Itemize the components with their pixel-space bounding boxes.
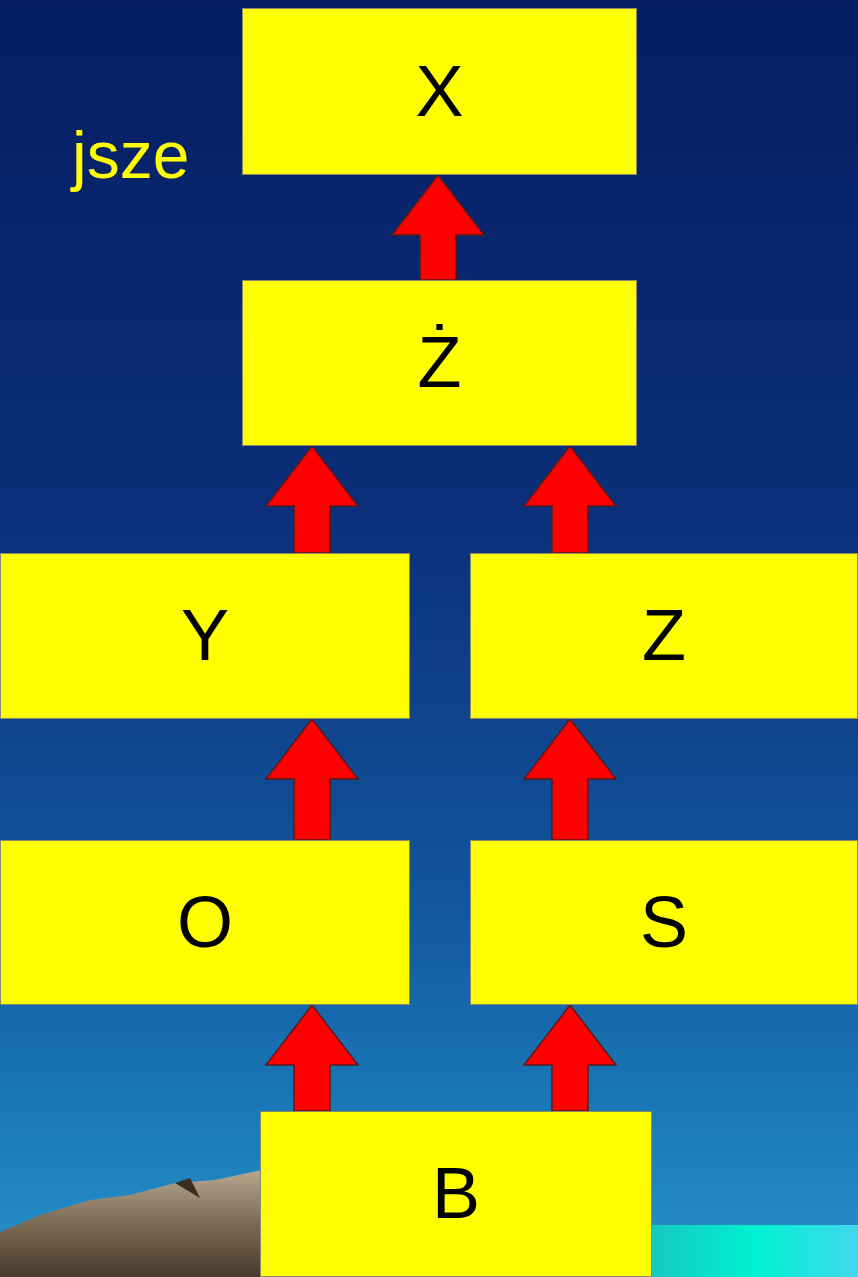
box-label: Z xyxy=(642,596,686,675)
block-arrow xyxy=(266,719,358,840)
sea-band xyxy=(650,1225,858,1277)
box-label: X xyxy=(415,52,463,131)
process-box: Y xyxy=(0,553,410,719)
title-fragment: jsze xyxy=(72,122,189,188)
process-box: B xyxy=(260,1111,652,1277)
process-box: Z xyxy=(470,553,858,719)
mountain-shadow xyxy=(175,1178,200,1198)
block-arrow xyxy=(524,446,616,553)
process-box: S xyxy=(470,840,858,1005)
box-label: S xyxy=(640,883,688,962)
box-label: O xyxy=(177,883,233,962)
process-box: X xyxy=(242,8,637,175)
box-label: Ż xyxy=(418,323,462,402)
box-label: Y xyxy=(181,596,229,675)
block-arrow xyxy=(524,1005,616,1111)
mountain xyxy=(0,1170,262,1277)
process-box: O xyxy=(0,840,410,1005)
process-box: Ż xyxy=(242,280,637,446)
block-arrow xyxy=(392,175,484,280)
block-arrow xyxy=(266,1005,358,1111)
box-label: B xyxy=(432,1154,480,1233)
block-arrow xyxy=(524,719,616,840)
block-arrow xyxy=(266,446,358,553)
